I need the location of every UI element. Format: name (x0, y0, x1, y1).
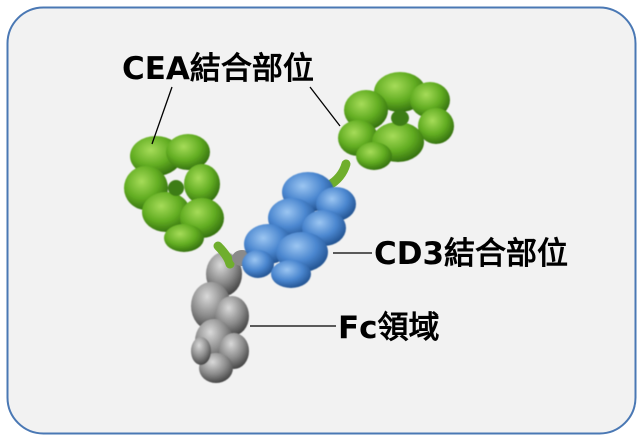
cea-domain-left-shape (124, 134, 224, 252)
cd3-binding-site-label: CD3結合部位 (374, 236, 569, 272)
cea-binding-site-label: CEA結合部位 (122, 51, 314, 87)
fc-domain-shape (191, 252, 249, 383)
cd3-domain-shape (242, 172, 356, 288)
diagram-panel (6, 6, 637, 435)
cea-leader-left (151, 86, 173, 145)
leader-lines (151, 86, 372, 327)
cea-leader-right (309, 86, 341, 127)
fc-region-label: Fc領域 (338, 310, 440, 346)
cea-domain-right-shape (338, 72, 454, 170)
